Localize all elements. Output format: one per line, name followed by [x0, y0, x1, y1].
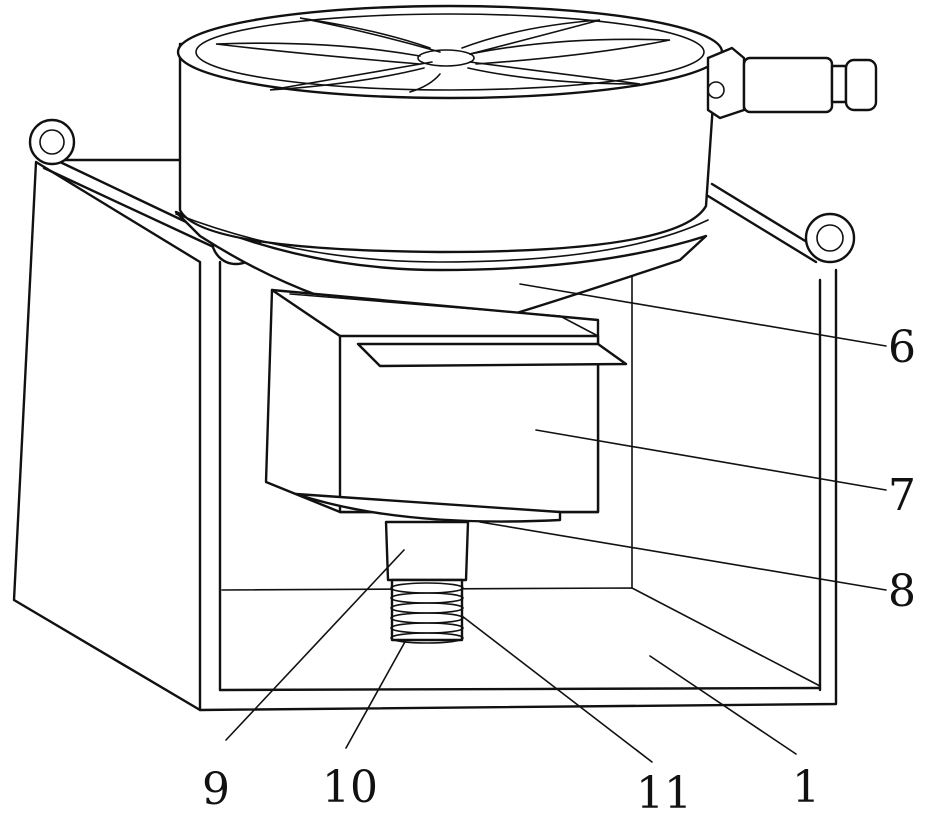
fan-housing	[175, 4, 724, 263]
label-9: 9	[202, 764, 230, 815]
ring-back-left	[28, 118, 76, 166]
label-8: 8	[888, 566, 916, 617]
side-motor	[706, 46, 878, 120]
leader-10	[345, 639, 407, 749]
leader-11	[461, 615, 653, 763]
leader-7	[535, 429, 887, 491]
leader-lines	[225, 283, 887, 763]
fan-blades	[215, 17, 671, 93]
ring-front-right	[804, 212, 856, 264]
column	[384, 520, 470, 582]
label-10: 10	[322, 762, 378, 813]
label-6: 6	[888, 322, 916, 373]
base-frame	[12, 158, 838, 712]
leader-9	[225, 549, 405, 741]
collector-box	[264, 288, 628, 514]
label-7: 7	[888, 470, 916, 521]
leader-6	[519, 283, 887, 347]
leader-8	[479, 521, 887, 591]
label-11: 11	[636, 768, 692, 819]
support-plate	[294, 492, 562, 523]
leader-1	[649, 655, 797, 755]
reference-numerals: 6 7 8 1 9 10 11	[202, 322, 916, 819]
spring	[390, 578, 464, 644]
label-1: 1	[792, 762, 820, 813]
